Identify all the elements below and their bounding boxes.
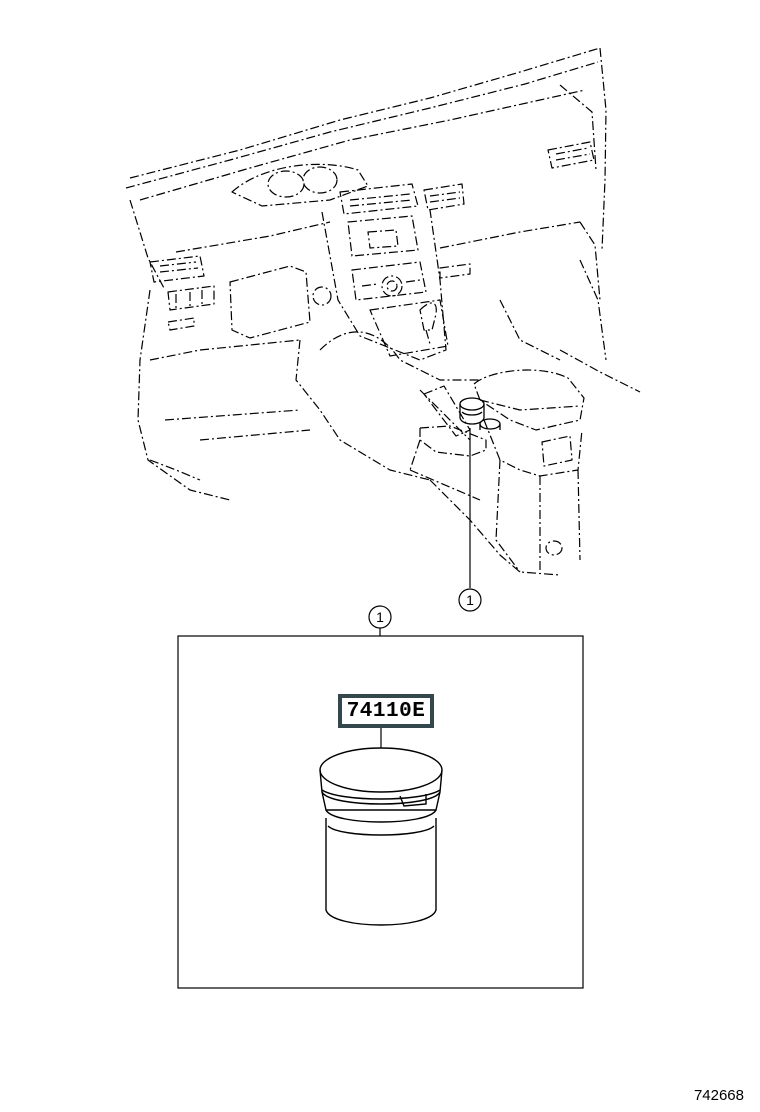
part-number-label: 74110E [338, 694, 434, 728]
ashtray-installed [459, 397, 501, 430]
detail-frame [177, 635, 584, 989]
dashboard-overview [125, 47, 641, 576]
callout-number-detail: 1 [376, 609, 384, 625]
callout-circle-main [458, 588, 482, 612]
callout-number-main: 1 [466, 592, 474, 608]
ashtray-detail [319, 747, 443, 926]
drawing-number: 742668 [693, 1087, 744, 1104]
